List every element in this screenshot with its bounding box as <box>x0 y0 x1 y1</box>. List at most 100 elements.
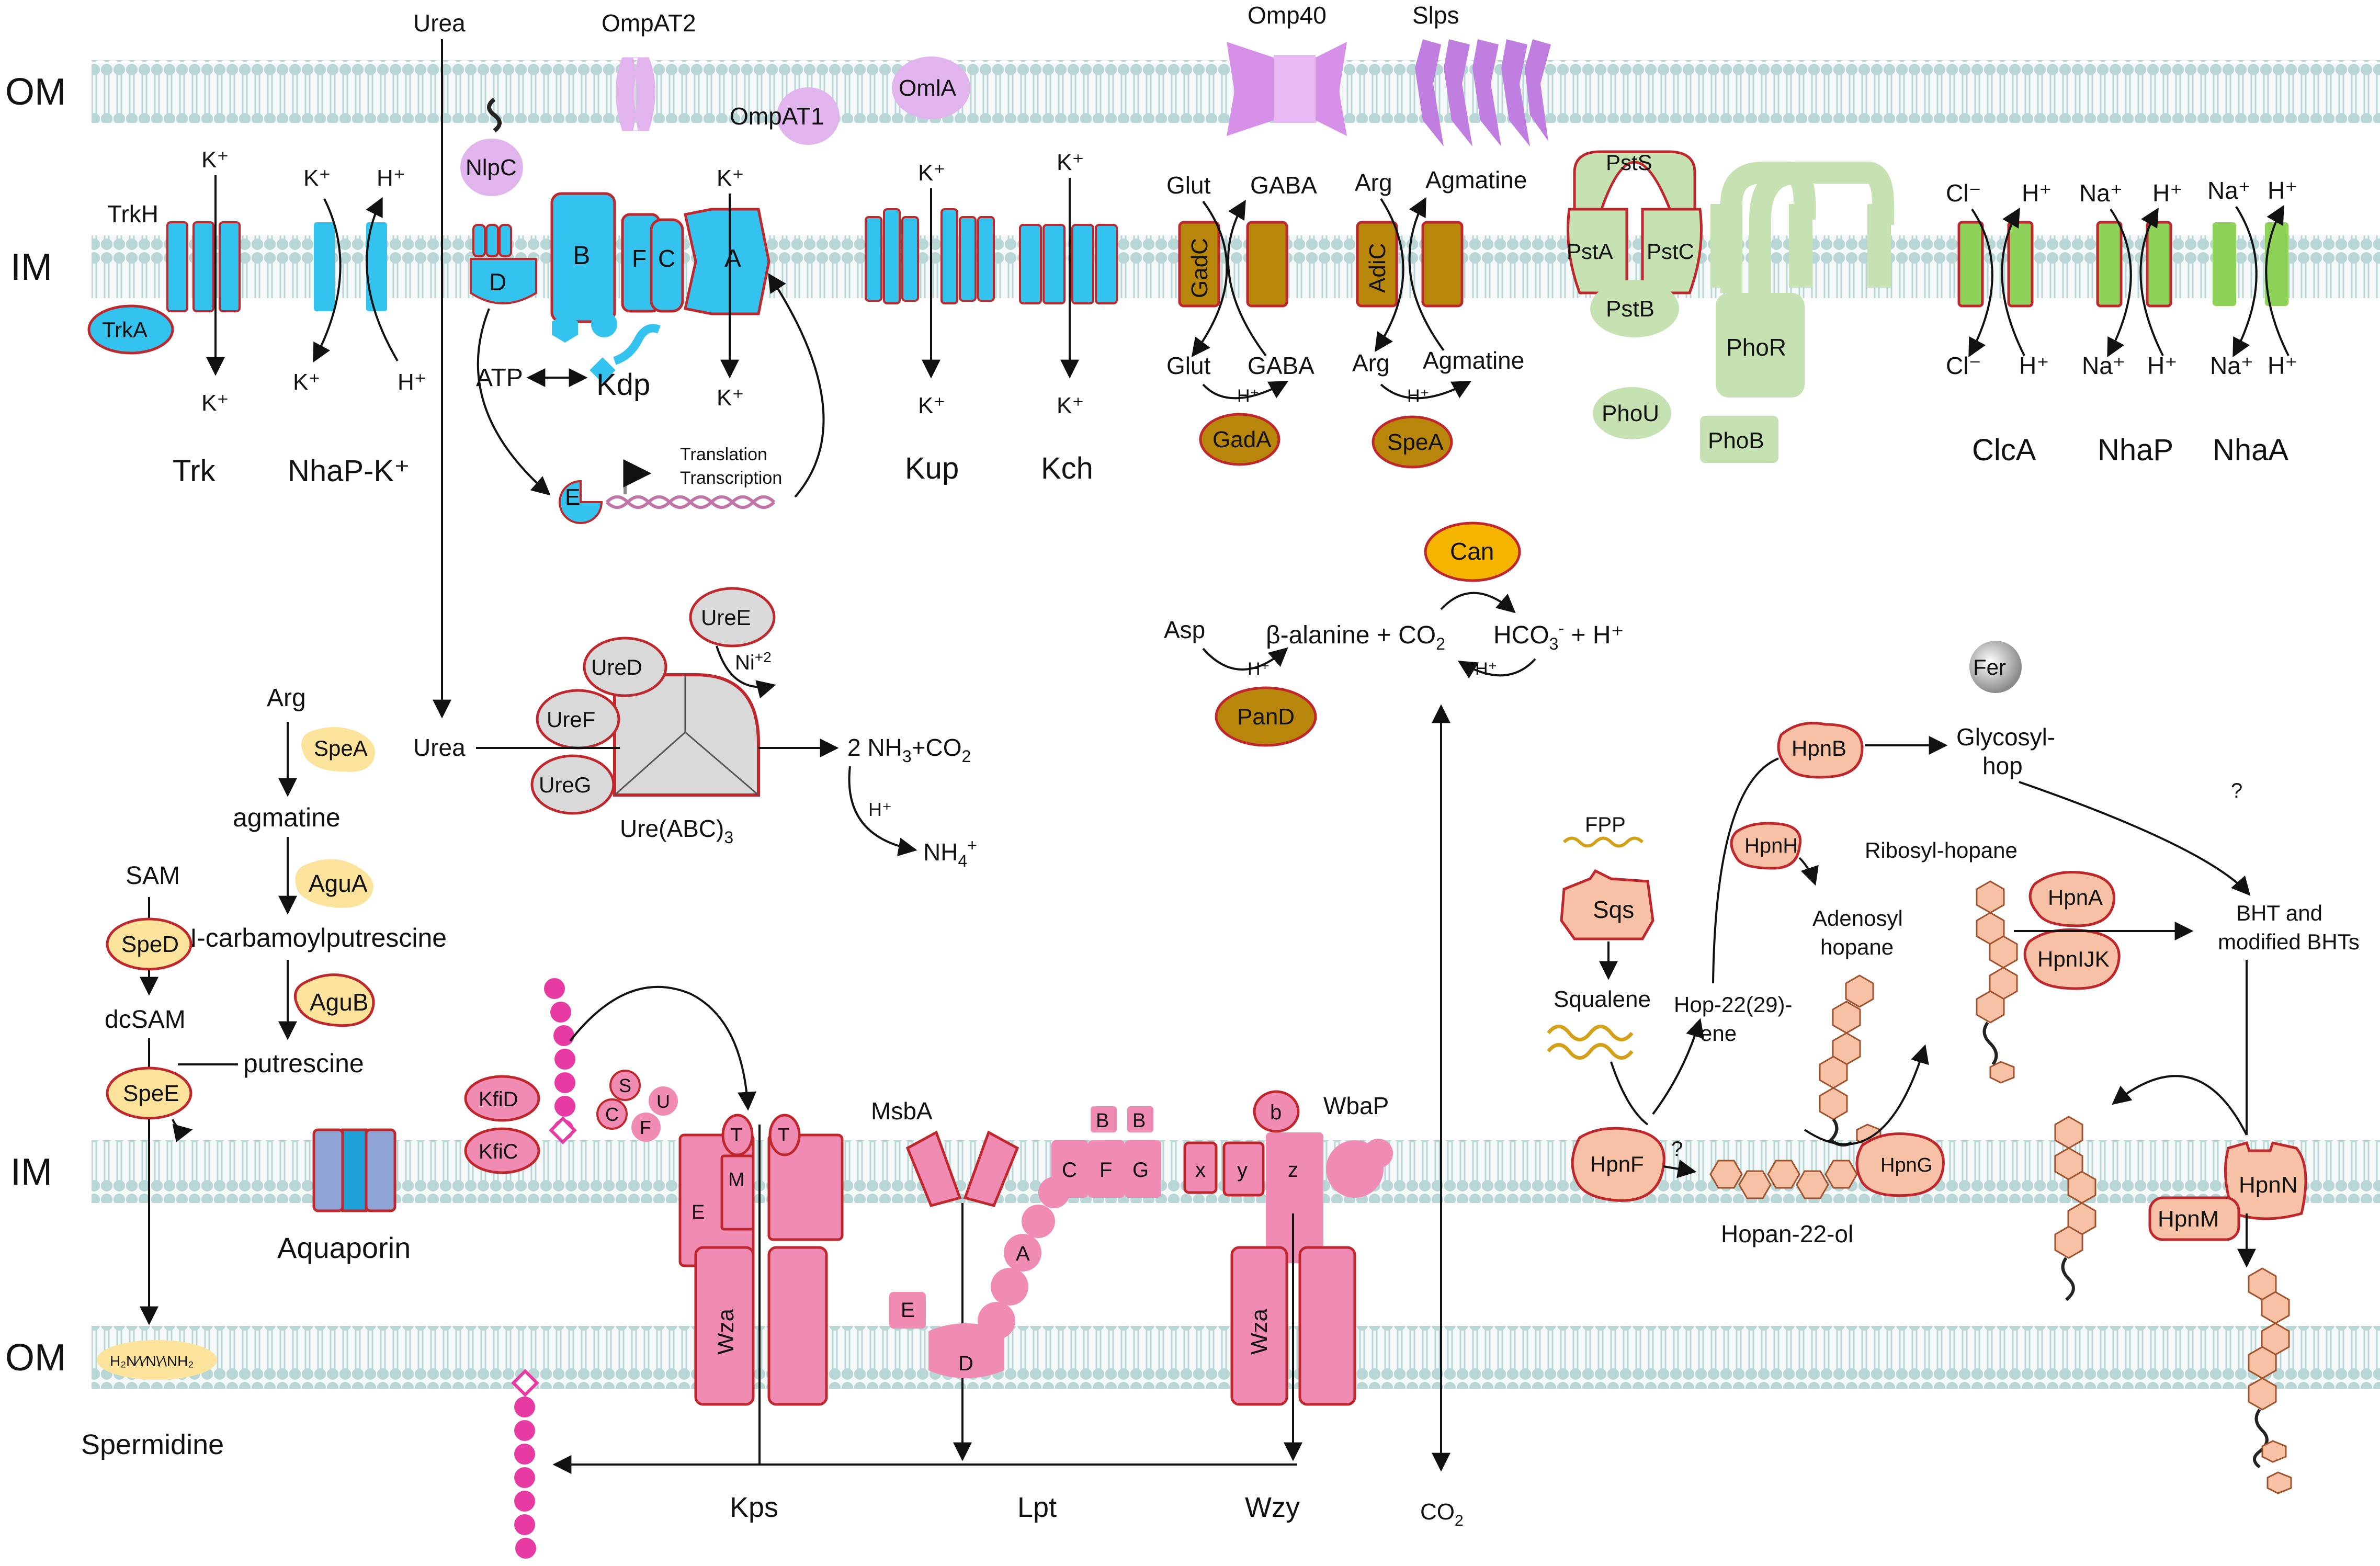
pa-sped-protein <box>106 917 192 971</box>
hop-question-2: ? <box>1671 1138 1683 1161</box>
kdp-signal-arrow <box>477 308 551 496</box>
urease-urea: Urea <box>413 734 466 761</box>
capsule-chain-bottom <box>514 1397 536 1559</box>
kps-t-right-label: T <box>778 1124 789 1145</box>
nlpc-tether <box>487 97 502 133</box>
trk-k-out: K⁺ <box>201 390 229 416</box>
sqs-label: Sqs <box>1593 896 1634 923</box>
nhaa-left <box>2213 222 2236 306</box>
clca-arrow-h <box>2001 207 2025 356</box>
kup-k-bottom: K⁺ <box>918 393 946 418</box>
adic-arg-bottom: Arg <box>1352 349 1390 377</box>
squalene-to-hpnf <box>1610 1061 1649 1126</box>
translation-label: Translation <box>680 445 767 464</box>
om-label-bottom: OM <box>5 1337 66 1379</box>
adenosyl-label-1: Adenosyl <box>1812 906 1903 930</box>
cap-s-label: S <box>619 1075 631 1096</box>
clca-cl-top: Cl⁻ <box>1946 179 1981 207</box>
glycosyl-label-2: hop <box>1982 752 2023 779</box>
kch-protein <box>1019 224 1118 304</box>
kdp-c-protein <box>650 218 684 313</box>
nhap-right <box>2146 221 2172 308</box>
transcription-arrow <box>623 459 652 494</box>
wzy-z: z <box>1288 1159 1298 1182</box>
nh4-arrow <box>848 766 917 857</box>
cap-u-label: U <box>656 1091 670 1112</box>
hpnm-label: HpnM <box>2158 1206 2219 1232</box>
gadc-arrow-gaba <box>1227 199 1267 357</box>
phor-protein <box>1710 162 1894 398</box>
msba-label: MsbA <box>871 1097 933 1125</box>
pand-protein <box>1215 686 1317 747</box>
psta-protein <box>1567 208 1628 294</box>
phor-label: PhoR <box>1726 334 1786 361</box>
gada-label: GadA <box>1212 427 1272 452</box>
phob-label: PhoB <box>1708 428 1764 453</box>
phou-protein <box>1593 387 1671 439</box>
nlpc-protein <box>460 139 523 196</box>
pand-label: PanD <box>1237 704 1295 730</box>
kfid-protein <box>464 1075 540 1122</box>
nh4-label: NH4+ <box>923 836 977 870</box>
pand-reaction <box>1202 647 1288 671</box>
kch-k-top: K⁺ <box>1057 150 1084 175</box>
psts-label: PstS <box>1606 150 1652 175</box>
cap-c-protein <box>596 1098 628 1130</box>
wzy-complex <box>1183 1141 1265 1197</box>
lpt-e: E <box>901 1299 915 1322</box>
can-label: Can <box>1450 538 1494 565</box>
ni-label: Ni+2 <box>735 649 772 674</box>
capsule-chain-top <box>544 978 575 1140</box>
psta-label: PstA <box>1567 239 1613 264</box>
pa-agua-protein <box>295 859 373 908</box>
bht-to-membrane-arrow <box>2112 1075 2248 1136</box>
ompat1-protein <box>777 87 840 145</box>
ure-abc-label: Ure(ABC)3 <box>620 815 733 847</box>
hpng-protein <box>1855 1132 1945 1197</box>
can-forward-arrow <box>1440 592 1516 614</box>
trka-label: TrkA <box>102 317 148 342</box>
adenosyl-hopane-rings <box>1819 974 1882 1147</box>
nhaa-right <box>2265 222 2288 306</box>
hpnn-protein <box>2224 1141 2307 1220</box>
nhaa-h-top: H⁺ <box>2268 177 2298 204</box>
hco3-label: HCO3- + H⁺ <box>1493 619 1624 653</box>
nhap-h-top: H⁺ <box>2152 179 2183 207</box>
hpnb-protein <box>1777 722 1864 779</box>
aquaporin-protein <box>312 1128 396 1212</box>
wzy-z-block <box>1266 1132 1323 1263</box>
kdp-k-bottom: K⁺ <box>717 385 744 411</box>
nhap-k-left <box>314 222 335 311</box>
hpnf-to-hop22 <box>1652 1018 1704 1115</box>
omla-label: OmlA <box>899 75 957 101</box>
pa-arg: Arg <box>267 684 306 712</box>
hpnf-to-hopanol <box>1663 1159 1697 1178</box>
hpnf-protein <box>1571 1127 1665 1202</box>
nhaa-na-top: Na⁺ <box>2207 177 2251 204</box>
spermidine-molecule <box>97 1340 217 1380</box>
kdp-d-label: D <box>489 268 506 296</box>
wbap-knob <box>1364 1139 1393 1168</box>
trk-k-in: K⁺ <box>201 147 229 173</box>
adenosyl-label-2: hopane <box>1820 935 1894 959</box>
adic-protein <box>1356 221 1398 308</box>
adic-label: AdiC <box>1365 243 1390 293</box>
gadc-glut-top: Glut <box>1166 172 1211 199</box>
gadc-partner <box>1246 221 1288 308</box>
lpt-b2: B <box>1132 1110 1146 1132</box>
slps-proteins <box>1415 39 1551 146</box>
phob-protein <box>1700 416 1778 463</box>
kup-name: Kup <box>905 451 959 485</box>
lpt-d: D <box>958 1352 973 1375</box>
ni-arrow <box>716 645 776 699</box>
pa-putrescine: putrescine <box>243 1049 364 1078</box>
lpt-g: G <box>1132 1159 1149 1182</box>
pa-agmatine: agmatine <box>233 803 341 832</box>
pa-agua-label: AguA <box>309 870 368 897</box>
kdp-name: Kdp <box>596 368 650 402</box>
kdp-b-protein <box>550 192 616 323</box>
aquaporin-label: Aquaporin <box>277 1231 411 1264</box>
nhap-left <box>2096 221 2123 308</box>
nhap-name: NhaP <box>2098 433 2173 467</box>
nhapk-h-top: H⁺ <box>377 165 405 191</box>
